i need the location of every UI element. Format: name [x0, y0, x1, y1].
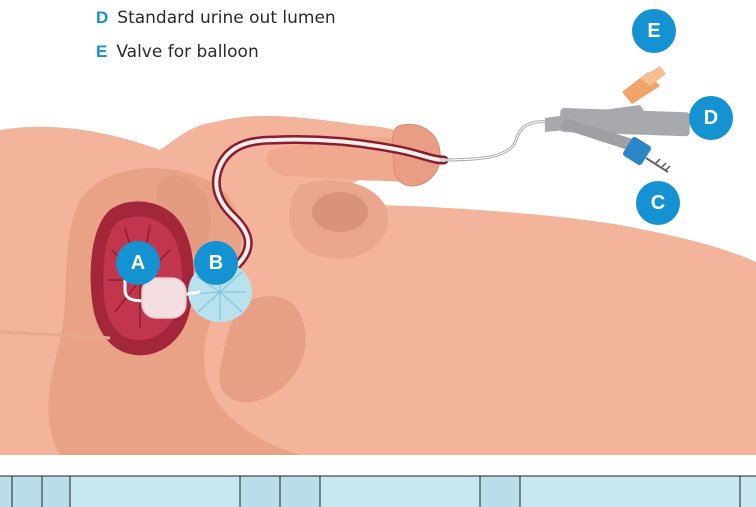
marker-e: E: [632, 9, 676, 53]
legend-item-d: D Standard urine out lumen: [96, 8, 336, 28]
marker-b: B: [194, 241, 238, 285]
legend-item-e: E Valve for balloon: [96, 42, 259, 62]
legend-key: D: [96, 8, 108, 27]
catheter-y-connector: [545, 66, 690, 172]
marker-c: C: [636, 181, 680, 225]
marker-d: D: [689, 96, 733, 140]
catheter-external-line: [440, 122, 550, 160]
marker-a: A: [116, 241, 160, 285]
legend-text: Standard urine out lumen: [117, 8, 335, 28]
balloon: [142, 278, 186, 318]
legend-key: E: [96, 42, 107, 61]
testis: [312, 192, 368, 232]
mattress: [0, 455, 756, 507]
legend-text: Valve for balloon: [116, 42, 258, 62]
